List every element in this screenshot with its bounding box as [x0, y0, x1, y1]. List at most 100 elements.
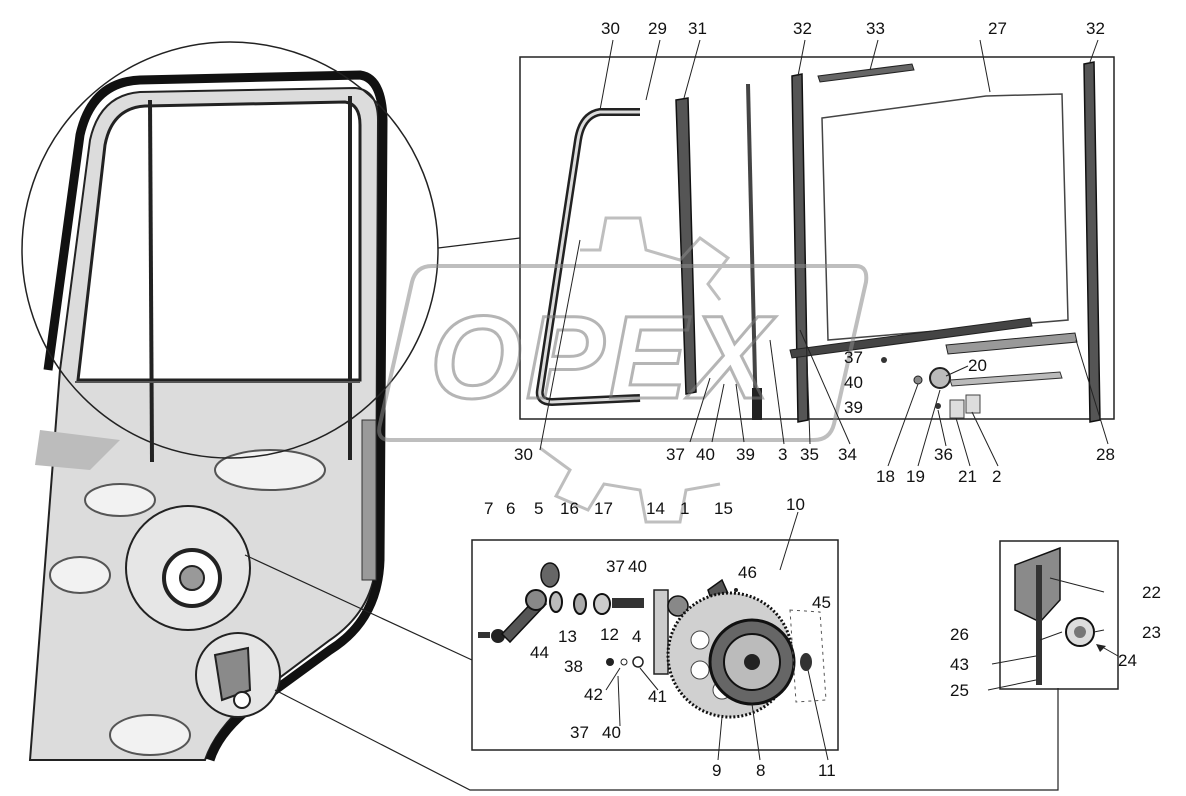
part-23-knob-inner — [1074, 626, 1086, 638]
part-1-plate-gear — [667, 595, 689, 617]
lock-panel — [999, 540, 1119, 690]
regulator-panel-frame — [471, 539, 839, 751]
callout-6: 6 — [506, 499, 515, 518]
window-detail-circle — [21, 41, 439, 459]
part-21-bracket — [949, 399, 965, 419]
watermark-gear-top — [580, 216, 731, 301]
callout-13: 13 — [558, 627, 577, 646]
callout-32-left: 32 — [793, 19, 812, 38]
callout-4: 4 — [632, 627, 641, 646]
callout-10: 10 — [786, 495, 805, 514]
callout-40-reg-bottom: 40 — [602, 723, 621, 742]
regulator-gear-hub — [179, 565, 205, 591]
callout-43: 43 — [950, 655, 969, 674]
callout-39-glass: 39 — [844, 398, 863, 417]
door-cutout-4 — [109, 714, 191, 756]
door-window-channel-left — [148, 99, 154, 463]
part-16-cap — [540, 562, 560, 588]
part-27-glass — [821, 93, 1069, 341]
part-3-end — [752, 388, 762, 420]
door-body — [28, 70, 388, 762]
callout-1: 1 — [680, 499, 689, 518]
callout-21: 21 — [958, 467, 977, 486]
callout-20: 20 — [968, 356, 987, 375]
callout-22: 22 — [1142, 583, 1161, 602]
part-1-plate — [653, 589, 669, 675]
part-28-rail — [945, 332, 1078, 355]
callout-26: 26 — [950, 625, 969, 644]
part-26-rod — [1036, 565, 1042, 685]
callout-37-reg-top: 37 — [606, 557, 625, 576]
watermark-text: OPEX — [430, 292, 776, 424]
callout-9: 9 — [712, 761, 721, 780]
callout-12: 12 — [600, 625, 619, 644]
callout-33: 33 — [866, 19, 885, 38]
callout-28: 28 — [1096, 445, 1115, 464]
callout-24: 24 — [1118, 651, 1137, 670]
callout-35: 35 — [800, 445, 819, 464]
callout-27: 27 — [988, 19, 1007, 38]
part-18-washer — [913, 375, 923, 385]
callout-37-glass: 37 — [844, 348, 863, 367]
callout-32-right: 32 — [1086, 19, 1105, 38]
part-4-shaft — [612, 598, 644, 608]
callout-40-glass: 40 — [844, 373, 863, 392]
leader-window — [437, 237, 521, 249]
callout-31: 31 — [688, 19, 707, 38]
callout-29: 29 — [648, 19, 667, 38]
regulator-panel — [471, 539, 839, 751]
part-33-strip — [817, 63, 915, 83]
part-5-crank-hub — [525, 589, 547, 611]
part-36-screw — [935, 403, 941, 409]
callout-45: 45 — [812, 593, 831, 612]
callout-25: 25 — [950, 681, 969, 700]
part-31-channel — [675, 97, 697, 395]
callout-17: 17 — [594, 499, 613, 518]
callout-39-lower: 39 — [736, 445, 755, 464]
callout-42: 42 — [584, 685, 603, 704]
door-cutout-3 — [49, 556, 111, 594]
part-2-bracket — [965, 394, 981, 414]
part-6-knob — [491, 629, 505, 643]
callout-30-bottom: 30 — [514, 445, 533, 464]
part-37-screw-top — [881, 357, 887, 363]
part-46-screw — [734, 588, 738, 592]
callout-41: 41 — [648, 687, 667, 706]
part-19-roller — [929, 367, 951, 389]
leader-lock — [274, 688, 1059, 791]
callout-37-reg-bottom: 37 — [570, 723, 589, 742]
callout-46: 46 — [738, 563, 757, 582]
lock-body-small — [213, 646, 252, 702]
callout-3: 3 — [778, 445, 787, 464]
callout-19: 19 — [906, 467, 925, 486]
part-11-washer — [800, 653, 812, 671]
part-24-screw — [1096, 644, 1106, 652]
door-hinge-strip — [361, 419, 377, 581]
part-42-washer — [620, 658, 628, 666]
part-13-washer — [573, 593, 587, 615]
watermark-gear-bottom — [539, 446, 721, 524]
door-cutout-1 — [214, 449, 326, 491]
callout-5: 5 — [534, 499, 543, 518]
part-7-pin — [478, 632, 490, 638]
part-32-channel-right — [1083, 61, 1101, 423]
lock-knob-small — [233, 691, 251, 709]
callout-40-reg-top: 40 — [628, 557, 647, 576]
watermark: OPEX — [377, 216, 869, 524]
part-3-rod — [746, 83, 758, 421]
part-41-washer — [632, 656, 644, 668]
part-rail-lower — [949, 371, 1063, 387]
door-cutout-2 — [84, 483, 156, 517]
callout-16: 16 — [560, 499, 579, 518]
callout-23: 23 — [1142, 623, 1161, 642]
callouts: 30 29 31 32 33 27 32 37 40 39 20 18 19 3… — [484, 19, 1161, 780]
callout-40-lower: 40 — [696, 445, 715, 464]
callout-37-lower: 37 — [666, 445, 685, 464]
part-12-spring — [593, 593, 611, 615]
callout-34: 34 — [838, 445, 857, 464]
callout-2: 2 — [992, 467, 1001, 486]
door-shade-stripe — [35, 430, 120, 470]
callout-44: 44 — [530, 643, 549, 662]
part-32-channel-left — [791, 73, 809, 423]
